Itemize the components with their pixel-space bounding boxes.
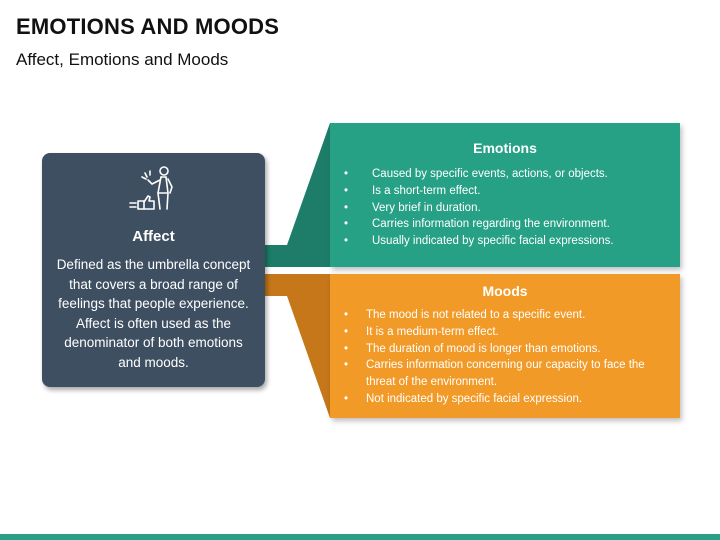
page-title: EMOTIONS AND MOODS	[16, 14, 280, 39]
list-item: Carries information regarding the enviro…	[344, 216, 672, 233]
emotions-heading: Emotions	[473, 140, 537, 156]
list-item: Very brief in duration.	[344, 200, 672, 217]
list-item: The mood is not related to a specific ev…	[344, 307, 672, 324]
affect-card: Affect Defined as the umbrella concept t…	[42, 153, 265, 387]
list-item: Caused by specific events, actions, or o…	[344, 166, 672, 183]
affect-description: Defined as the umbrella concept that cov…	[56, 257, 251, 370]
bottom-accent-bar	[0, 534, 720, 540]
moods-connector	[265, 274, 330, 418]
affect-heading: Affect	[132, 228, 175, 245]
person-thumbs-up-icon	[129, 166, 173, 210]
page-subtitle: Affect, Emotions and Moods	[16, 50, 229, 69]
list-item: Usually indicated by specific facial exp…	[344, 233, 672, 250]
emotions-panel: Emotions Caused by specific events, acti…	[330, 123, 680, 267]
moods-panel: Moods The mood is not related to a speci…	[330, 274, 680, 418]
emotions-connector	[265, 123, 330, 267]
list-item: It is a medium-term effect.	[344, 324, 672, 341]
list-item: Carries information concerning our capac…	[344, 357, 672, 391]
moods-list: The mood is not related to a specific ev…	[330, 307, 680, 408]
moods-heading: Moods	[482, 283, 528, 299]
list-item: Not indicated by specific facial express…	[344, 391, 672, 408]
list-item: The duration of mood is longer than emot…	[344, 341, 672, 358]
emotions-list: Caused by specific events, actions, or o…	[330, 166, 680, 250]
list-item: Is a short-term effect.	[344, 183, 672, 200]
